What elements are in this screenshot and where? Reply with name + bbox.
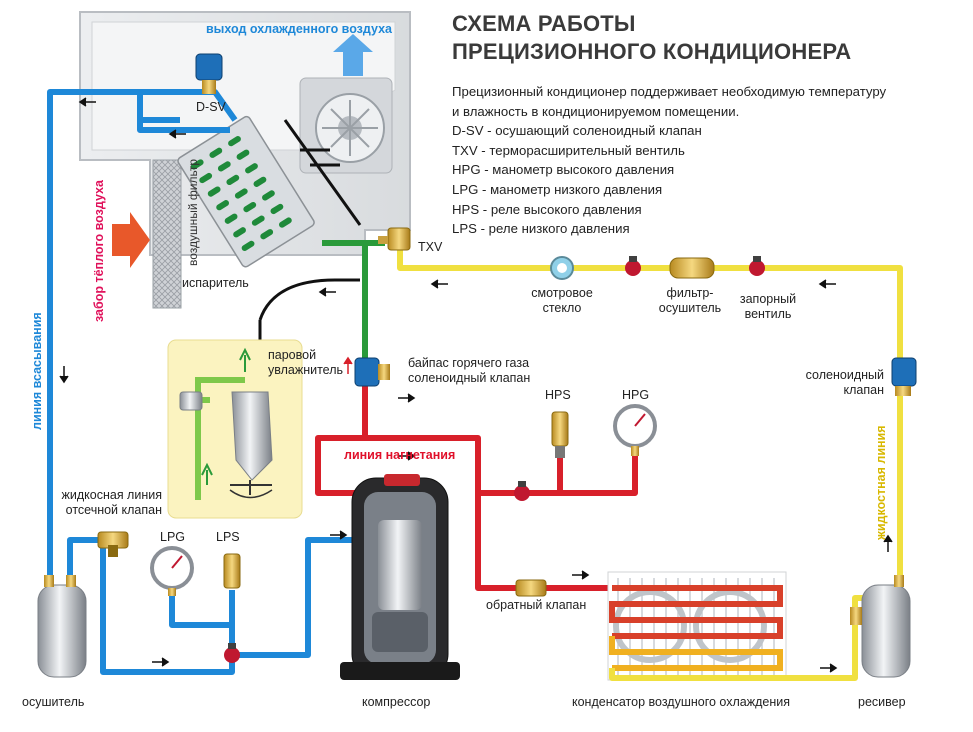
evaporator-label: испаритель: [182, 276, 249, 290]
liquid-line-label: жидкостная линия: [874, 425, 888, 540]
page-title: СХЕМА РАБОТЫ ПРЕЦИЗИОННОГО КОНДИЦИОНЕРА: [452, 10, 851, 66]
compressor-icon: [340, 474, 460, 680]
hpg-label: HPG: [622, 388, 650, 402]
liquid-line: [397, 243, 903, 681]
legend-item-hpg: HPG - манометр высокого давления: [452, 162, 675, 178]
steam-humidifier-label: паровой увлажнитель: [268, 348, 343, 378]
humidifier-steam-hose: [258, 119, 362, 321]
sight-glass-label-line-1: смотровое: [531, 286, 593, 300]
legend-item-lps: LPS - реле низкого давления: [452, 221, 630, 237]
evaporator-coil: [177, 115, 315, 268]
description-intro-1: Прецизионный кондиционер поддерживает не…: [452, 84, 887, 99]
lpg-label: LPG: [160, 530, 186, 544]
liquid-shutoff-valve-icon: [97, 531, 129, 557]
dryer-tank-icon: [37, 575, 87, 678]
condenser-label: конденсатор воздушного охлаждения: [572, 695, 790, 709]
outlet-air-arrow-icon: [333, 34, 373, 76]
hps-label: HPS: [545, 388, 571, 402]
solenoid-valve-label-line-1: соленоидный: [805, 368, 884, 382]
discharge-line-label: линия нагнетания: [344, 448, 456, 462]
hpg-gauge-icon: [613, 404, 657, 456]
lpg-gauge-icon: [150, 546, 194, 596]
suction-line-label: линия всасывания: [30, 312, 44, 430]
compressor-label: компрессор: [362, 695, 431, 709]
receiver-label: ресивер: [858, 695, 906, 709]
check-valve-label: обратный клапан: [486, 598, 587, 612]
sight-glass-label-line-2: стекло: [542, 301, 582, 315]
dsv-solenoid-valve-icon: [195, 53, 223, 94]
hot-gas-bypass-valve-icon: [354, 357, 390, 387]
hot-gas-bypass-line: [322, 240, 385, 360]
legend-item-lpg: LPG - манометр низкого давления: [452, 181, 663, 197]
suction-shutoff-valve-icon: [224, 643, 240, 663]
title-line-1: СХЕМА РАБОТЫ: [452, 11, 636, 36]
hot-gas-bypass-label-line-1: байпас горячего газа: [408, 356, 530, 370]
shutoff-valve-label-line-1: запорный: [739, 292, 797, 306]
description-block: Прецизионный кондиционер поддерживает не…: [452, 82, 922, 239]
solenoid-valve-label: соленоидный клапан: [798, 368, 884, 398]
txv-label: TXV: [418, 240, 443, 254]
shutoff-valve-2-icon: [749, 256, 765, 276]
condenser-coil: [607, 571, 787, 681]
hps-switch-icon: [551, 411, 569, 458]
liquid-shutoff-label: жидкосная линия отсечной клапан: [60, 488, 162, 518]
discharge-shutoff-valve-icon: [514, 481, 530, 501]
outlet-air-label: выход охлажденного воздуха: [206, 22, 392, 36]
receiver-tank-icon: [850, 575, 911, 678]
liquid-solenoid-valve-icon: [891, 357, 917, 396]
txv-valve-icon: [378, 227, 411, 251]
humidifier-panel: [167, 339, 303, 519]
steam-humidifier-label-line-1: паровой: [268, 348, 317, 362]
sight-glass-icon: [550, 256, 574, 280]
legend-item-txv: TXV - терморасширительный вентиль: [452, 142, 685, 158]
air-filter-mesh: [152, 159, 182, 309]
hot-gas-bypass-label-line-2: соленоидный клапан: [408, 371, 531, 385]
hot-gas-bypass-label: байпас горячего газа соленоидный клапан: [408, 356, 530, 386]
check-valve-icon: [515, 579, 547, 597]
dsv-label: D-SV: [196, 100, 226, 114]
flow-arrows: [59, 97, 893, 673]
solenoid-valve-label-line-2: клапан: [843, 383, 884, 397]
liquid-shutoff-label-line-2: отсечной клапан: [65, 503, 162, 517]
filter-label: воздушный фильтр: [186, 159, 200, 266]
lps-label: LPS: [216, 530, 240, 544]
shutoff-valve-label: запорный вентиль: [728, 292, 808, 322]
legend-item-hps: HPS - реле высокого давления: [452, 201, 642, 217]
legend-item-dsv: D-SV - осушающий соленоидный клапан: [452, 123, 702, 139]
inlet-air-arrow-icon: [112, 212, 150, 268]
filter-drier-label: фильтр- осушитель: [650, 286, 730, 316]
description-intro-2: и влажность в кондиционируемом помещении…: [452, 103, 740, 119]
title-line-2: ПРЕЦИЗИОННОГО КОНДИЦИОНЕРА: [452, 39, 852, 64]
lps-switch-icon: [223, 553, 241, 589]
filter-drier-label-line-1: фильтр-: [666, 286, 714, 300]
steam-humidifier-label-line-2: увлажнитель: [268, 363, 344, 377]
shutoff-valve-label-line-2: вентиль: [744, 307, 792, 321]
liquid-shutoff-label-line-1: жидкосная линия: [61, 488, 162, 502]
filter-drier-label-line-2: осушитель: [658, 301, 722, 315]
inlet-air-label: забор тёплого воздуха: [92, 180, 106, 322]
dryer-label: осушитель: [22, 695, 85, 709]
shutoff-valve-icon: [625, 256, 641, 276]
filter-drier-icon: [669, 257, 715, 279]
sight-glass-label: смотровое стекло: [522, 286, 602, 316]
